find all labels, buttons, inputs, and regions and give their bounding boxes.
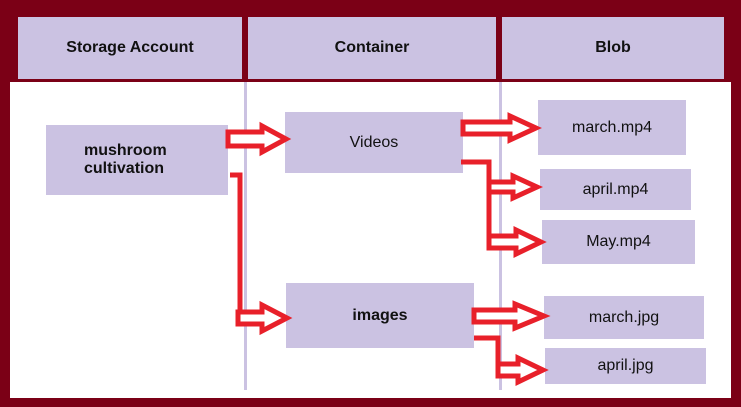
container-node: Videos xyxy=(285,112,463,173)
arrow-storage-to-images xyxy=(230,172,293,336)
container-node: images xyxy=(286,283,474,348)
header-storage-account: Storage Account xyxy=(18,17,242,79)
arrow-storage-to-videos xyxy=(225,121,292,157)
container-label: images xyxy=(352,306,408,324)
blob-node: april.mp4 xyxy=(540,169,691,210)
arrow-videos-to-march-mp4 xyxy=(460,112,542,144)
blob-label: april.jpg xyxy=(597,357,654,374)
blob-label: march.mp4 xyxy=(571,118,653,136)
arrow-images-to-march-jpg xyxy=(471,300,551,332)
header-storage-account-label: Storage Account xyxy=(66,39,194,56)
storage-account-label: mushroom cultivation xyxy=(84,142,167,177)
arrow-images-to-april-jpg xyxy=(474,335,549,386)
arrow-videos-to-may-mp4 xyxy=(486,226,547,258)
header-blob: Blob xyxy=(502,17,724,79)
column-divider xyxy=(244,82,247,390)
container-label: Videos xyxy=(349,133,399,151)
header-container-label: Container xyxy=(334,39,410,56)
blob-node: april.jpg xyxy=(545,348,706,384)
storage-account-node: mushroom cultivation xyxy=(46,125,228,195)
arrow-videos-to-april-mp4 xyxy=(461,159,544,248)
blob-label: May.mp4 xyxy=(586,233,651,250)
blob-label: march.jpg xyxy=(588,308,660,326)
header-container: Container xyxy=(248,17,496,79)
blob-node: May.mp4 xyxy=(542,220,695,264)
blob-node: march.jpg xyxy=(544,296,704,339)
blob-label: april.mp4 xyxy=(582,180,649,198)
header-blob-label: Blob xyxy=(595,39,631,56)
blob-node: march.mp4 xyxy=(538,100,686,155)
